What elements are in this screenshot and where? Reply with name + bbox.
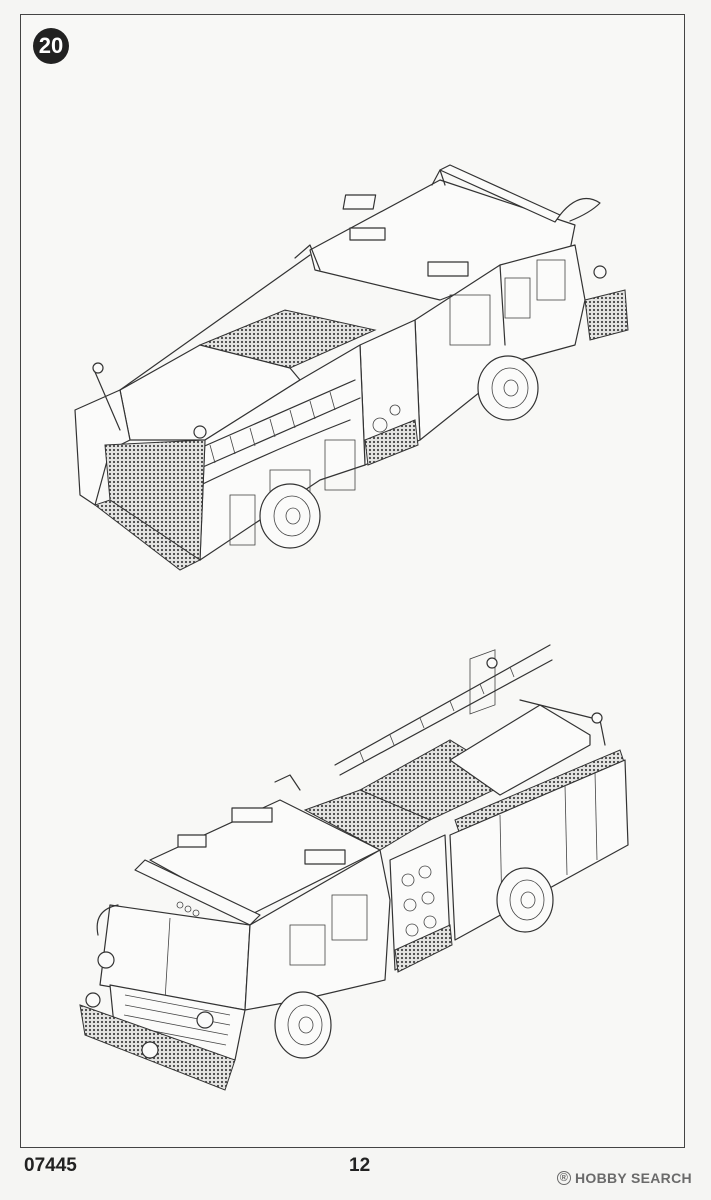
product-code: 07445 bbox=[24, 1155, 77, 1176]
step-number: 20 bbox=[38, 33, 64, 58]
page-number: 12 bbox=[349, 1155, 371, 1176]
registered-mark-icon: ® bbox=[557, 1171, 571, 1185]
watermark: ® HOBBY SEARCH bbox=[557, 1170, 692, 1186]
watermark-text: HOBBY SEARCH bbox=[575, 1170, 692, 1186]
fire-engine-rear-icon bbox=[74, 164, 629, 571]
step-number-badge: 20 bbox=[33, 28, 69, 64]
fire-engine-front-icon bbox=[79, 644, 629, 1091]
